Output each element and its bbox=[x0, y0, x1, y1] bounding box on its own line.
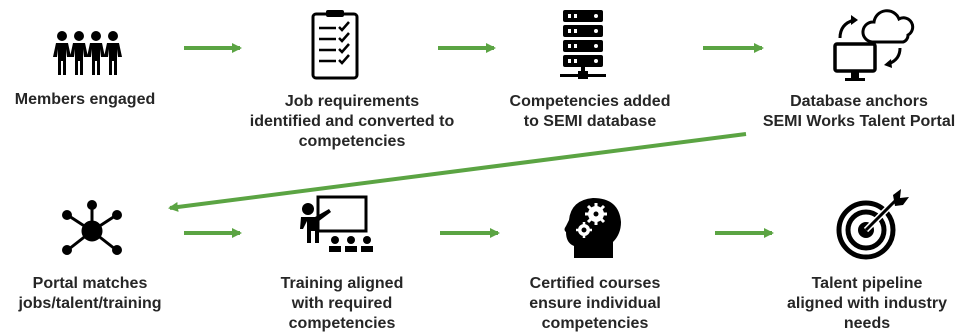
classroom-teacher-icon bbox=[300, 195, 373, 252]
cloud-monitor-sync-icon bbox=[833, 9, 915, 81]
step-2-label: Job requirements identified and converte… bbox=[249, 93, 455, 150]
target-dart-icon bbox=[836, 189, 909, 260]
people-group-icon bbox=[53, 31, 122, 75]
database-server-icon bbox=[560, 10, 606, 79]
step-3-label: Competencies added to SEMI database bbox=[509, 93, 671, 130]
step-4-label: Database anchors SEMI Works Talent Porta… bbox=[762, 93, 956, 130]
step-8-label: Talent pipeline aligned with industry ne… bbox=[786, 275, 947, 332]
step-1-label: Members engaged bbox=[14, 91, 156, 108]
checklist-icon bbox=[311, 10, 359, 80]
head-gears-icon bbox=[564, 198, 621, 258]
step-5-label: Portal matches jobs/talent/training bbox=[18, 275, 162, 312]
step-6-label: Training aligned with required competenc… bbox=[280, 275, 404, 332]
network-hub-icon bbox=[62, 200, 122, 255]
step-7-label: Certified courses ensure individual comp… bbox=[529, 275, 661, 332]
flow-arrow-4 bbox=[168, 132, 747, 212]
